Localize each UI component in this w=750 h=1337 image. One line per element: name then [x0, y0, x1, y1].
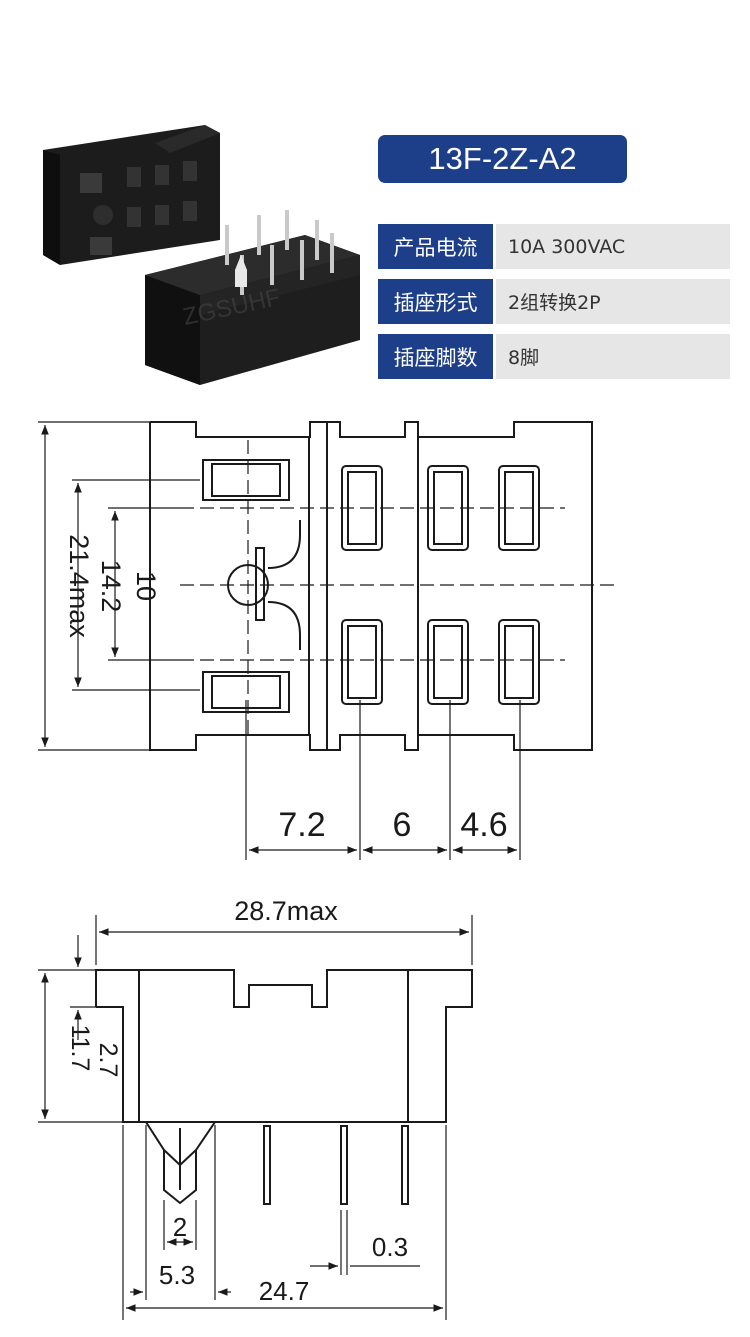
dim-pin-thickness: 0.3	[372, 1232, 408, 1262]
spec-table: 产品电流 10A 300VAC 插座形式 2组转换2P 插座脚数 8脚	[378, 224, 730, 389]
dim-overall-height: 21.4max	[64, 534, 94, 638]
dim-6: 6	[393, 806, 412, 844]
dim-7-2: 7.2	[278, 806, 325, 844]
spec-value: 2组转换2P	[496, 279, 730, 324]
dim-4-6: 4.6	[460, 806, 507, 844]
dim-overall-width: 28.7max	[234, 896, 338, 926]
spec-label: 产品电流	[378, 224, 493, 269]
top-view-drawing: 21.4max 14.2 10 7.2 6 4.6	[38, 421, 615, 860]
dim-base-width: 24.7	[259, 1276, 310, 1306]
side-view-drawing: 28.7max 11.7 2.7 2 5.3 0.3 24.7	[38, 896, 473, 1320]
dim-tab-width: 5.3	[159, 1260, 195, 1290]
spec-row-current: 产品电流 10A 300VAC	[378, 224, 730, 269]
spec-value: 8脚	[496, 334, 730, 379]
dim-terminal-pitch: 10	[131, 571, 161, 601]
product-photo: ZGSUHF	[43, 125, 360, 385]
spec-label: 插座形式	[378, 279, 493, 324]
spec-label: 插座脚数	[378, 334, 493, 379]
spec-row-type: 插座形式 2组转换2P	[378, 279, 730, 324]
model-badge: 13F-2Z-A2	[378, 135, 627, 183]
dim-pin-width: 2	[173, 1212, 187, 1242]
dim-body-height: 11.7	[66, 1025, 94, 1072]
spec-row-pins: 插座脚数 8脚	[378, 334, 730, 379]
spec-value: 10A 300VAC	[496, 224, 730, 269]
dim-terminal-span: 14.2	[96, 560, 126, 613]
dim-flange-height: 2.7	[94, 1043, 122, 1078]
